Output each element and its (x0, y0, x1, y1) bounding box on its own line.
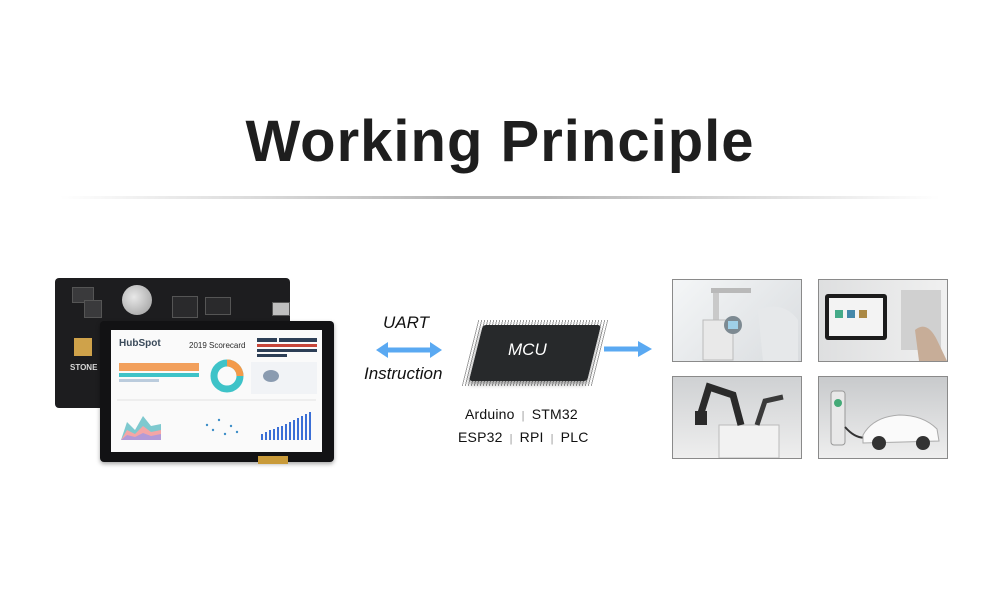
protocol-label-instruction: Instruction (364, 364, 443, 383)
mcu-label: MCU (508, 340, 547, 359)
coin-battery-icon (122, 285, 152, 315)
robot-arm-icon (695, 382, 784, 458)
right-arrow-icon (604, 341, 652, 357)
pcb-chip (205, 297, 231, 315)
fpc-connector (258, 456, 288, 464)
platform-row-2: ESP32 | RPI | PLC (458, 429, 589, 445)
screen-logo: HubSpot (119, 338, 161, 349)
screen-logo-text: HubSpot (119, 338, 161, 349)
bidirectional-arrow-icon (376, 342, 442, 358)
screen-title: 2019 Scorecard (189, 341, 246, 350)
pcb-chip (172, 296, 198, 318)
medical-device-icon (702, 288, 798, 361)
qr-code (74, 338, 92, 356)
display-screen: HubSpot 2019 Scorecard (111, 330, 322, 452)
usb-port (272, 302, 290, 316)
protocol-label-uart: UART (383, 313, 429, 332)
pcb-chip (84, 300, 102, 318)
separator: | (509, 433, 513, 445)
title-divider (60, 196, 940, 199)
platform-stm32: STM32 (531, 406, 578, 422)
ev-charging-icon (830, 390, 940, 450)
platform-row-1: Arduino | STM32 (465, 406, 578, 422)
medical-device-photo (672, 279, 802, 362)
robot-arm-photo (672, 376, 802, 459)
pcb-component (72, 287, 94, 303)
platform-esp32: ESP32 (458, 429, 503, 445)
separator: | (521, 410, 525, 422)
dashboard-graphics (117, 338, 317, 440)
platform-plc: PLC (560, 429, 589, 445)
separator: | (550, 433, 554, 445)
ev-charging-photo (818, 376, 948, 459)
platform-rpi: RPI (519, 429, 544, 445)
page-title: Working Principle (245, 109, 755, 174)
board-brand-label: STONE (70, 363, 98, 372)
wall-panel-icon (825, 290, 947, 361)
platform-arduino: Arduino (465, 406, 515, 422)
wall-panel-photo (818, 279, 948, 362)
